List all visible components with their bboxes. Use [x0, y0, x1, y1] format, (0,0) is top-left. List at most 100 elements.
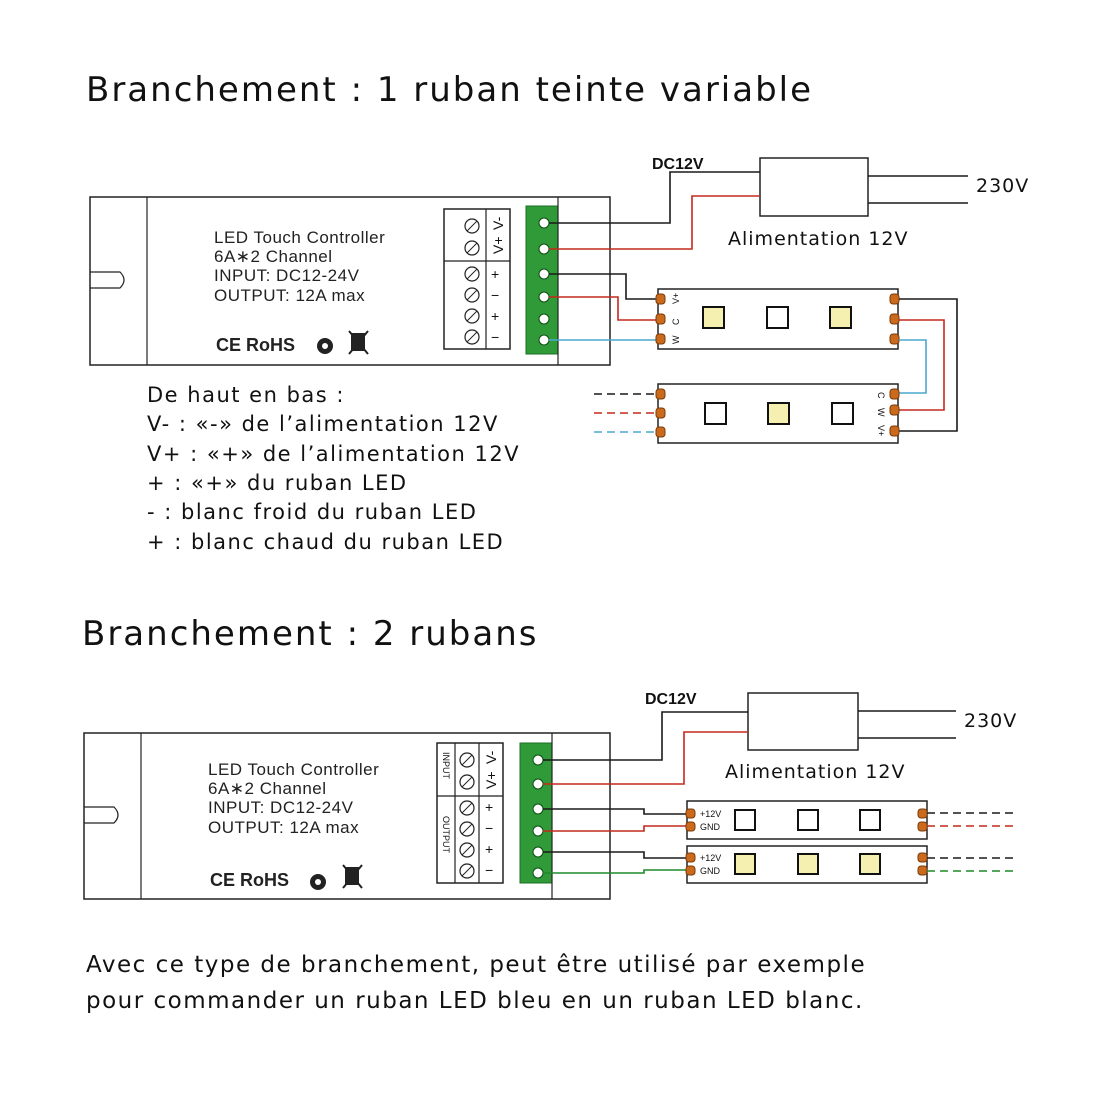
psu-1-box — [759, 157, 869, 217]
psu-2-label: Alimentation 12V — [725, 761, 906, 783]
note-line-6: + : blanc chaud du ruban LED — [147, 530, 504, 554]
c2-pin-4 — [532, 825, 544, 837]
wire-1-link-vplus — [899, 298, 958, 432]
c2-term-plus-b: + — [485, 841, 493, 857]
c1-pin-2 — [538, 243, 550, 255]
footer-line-1: Avec ce type de branchement, peut être u… — [86, 952, 866, 978]
strip-1b-pad — [655, 407, 666, 419]
psu-2-dc-label: DC12V — [645, 691, 697, 708]
psu-1-mains-label: 230V — [976, 175, 1029, 197]
c1-pin-6 — [538, 334, 550, 346]
psu-2-mains-label: 230V — [964, 710, 1017, 732]
note-line-1: De haut en bas : — [147, 383, 345, 407]
led-chip — [767, 402, 790, 425]
c1-term-minus-a: − — [491, 287, 499, 303]
strip-1b-pad — [655, 426, 666, 438]
controller-2-mount-slot — [84, 806, 119, 824]
strip-1a-pad — [889, 293, 900, 305]
strip-1a-label-w: W — [671, 335, 681, 344]
c1-term-minus-b: − — [491, 329, 499, 345]
c1-pin-3 — [538, 268, 550, 280]
c1-pin-4 — [538, 291, 550, 303]
wire-1-link-warm — [899, 319, 945, 411]
led-chip — [734, 853, 756, 875]
strip-1a-pad — [655, 313, 666, 325]
led-chip — [797, 853, 819, 875]
strip-2a-pad — [685, 808, 696, 819]
wire-2-strip2-minus — [543, 869, 688, 874]
note-line-5: - : blanc froid du ruban LED — [147, 500, 477, 524]
c2-term-minus-a: − — [485, 820, 493, 836]
c2-term-vminus: V- — [483, 750, 499, 764]
c2-pin-3 — [532, 803, 544, 815]
strip-1a-pad — [889, 313, 900, 325]
screw-terminal-icon — [459, 752, 475, 879]
c1-pin-1 — [538, 217, 550, 229]
gear-icon — [317, 338, 333, 354]
controller-1-mount-slot — [90, 271, 125, 289]
strip-1b-label-vplus: V+ — [876, 425, 886, 436]
strip-2b-pad — [685, 852, 696, 863]
controller-1-line3: INPUT: DC12-24V — [214, 266, 360, 285]
note-line-2: V- : «-» de l’alimentation 12V — [147, 412, 499, 436]
led-strip-2b: +12V GND — [685, 845, 928, 884]
strip-2b-label-gnd: GND — [700, 866, 721, 876]
strip-1b-pad — [655, 388, 666, 400]
wire-2-strip2-plus — [543, 851, 688, 859]
c2-group-output: OUTPUT — [441, 816, 451, 854]
c2-pin-2 — [532, 778, 544, 790]
section1-title: Branchement : 1 ruban teinte variable — [86, 70, 813, 110]
strip-1b-pad — [889, 388, 900, 400]
strip-2b-pad — [685, 865, 696, 876]
strip-1a-label-c: C — [671, 318, 681, 325]
wire-1-vplus — [549, 195, 760, 250]
strip-1a-pad — [655, 333, 666, 345]
led-chip — [704, 402, 727, 425]
controller-2: LED Touch Controller 6A∗2 Channel INPUT:… — [83, 732, 611, 900]
c1-term-vplus: V+ — [490, 236, 506, 254]
c1-term-plus-b: + — [491, 308, 499, 324]
led-chip — [702, 306, 725, 329]
controller-2-line1: LED Touch Controller — [208, 760, 379, 779]
led-chip — [766, 306, 789, 329]
controller-2-ce-rohs: CE RoHS — [210, 870, 289, 890]
strip-1b-label-c: C — [876, 392, 886, 399]
strip-2a-pad — [917, 821, 928, 832]
c2-term-vplus: V+ — [483, 771, 499, 789]
c2-term-plus-a: + — [485, 799, 493, 815]
strip-1b-label-w: W — [876, 408, 886, 417]
strip-1a-pad — [655, 293, 666, 305]
c2-term-minus-b: − — [485, 862, 493, 878]
controller-2-line3: INPUT: DC12-24V — [208, 798, 354, 817]
c2-pin-6 — [532, 867, 544, 879]
gear-icon — [310, 874, 326, 890]
led-chip — [829, 306, 852, 329]
wire-1-vminus — [549, 171, 760, 224]
controller-1: LED Touch Controller 6A∗2 Channel INPUT:… — [89, 196, 611, 366]
strip-2a-pad — [917, 808, 928, 819]
strip-2b-pad — [917, 865, 928, 876]
wire-2-vplus — [543, 731, 748, 785]
controller-1-line2: 6A∗2 Channel — [214, 247, 333, 266]
wire-1-warm — [549, 296, 660, 321]
psu-1-dc-label: DC12V — [652, 156, 704, 173]
strip-1a-pad — [889, 333, 900, 345]
led-chip — [797, 809, 819, 831]
c2-pin-1 — [532, 754, 544, 766]
weee-bin-icon — [348, 330, 369, 355]
screw-terminal-icon — [464, 218, 480, 345]
psu-2-box — [747, 692, 859, 751]
led-strip-2a: +12V GND — [685, 800, 928, 840]
controller-1-line1: LED Touch Controller — [214, 228, 385, 247]
strip-2a-pad — [685, 821, 696, 832]
led-chip — [734, 809, 756, 831]
wire-1-strip-plus — [549, 273, 660, 300]
psu-1-label: Alimentation 12V — [728, 228, 909, 250]
footer-line-2: pour commander un ruban LED bleu en un r… — [86, 988, 864, 1014]
weee-bin-icon — [342, 864, 363, 889]
c1-term-plus-a: + — [491, 266, 499, 282]
wire-2-strip1-minus — [543, 825, 688, 832]
c1-pin-5 — [538, 313, 550, 325]
